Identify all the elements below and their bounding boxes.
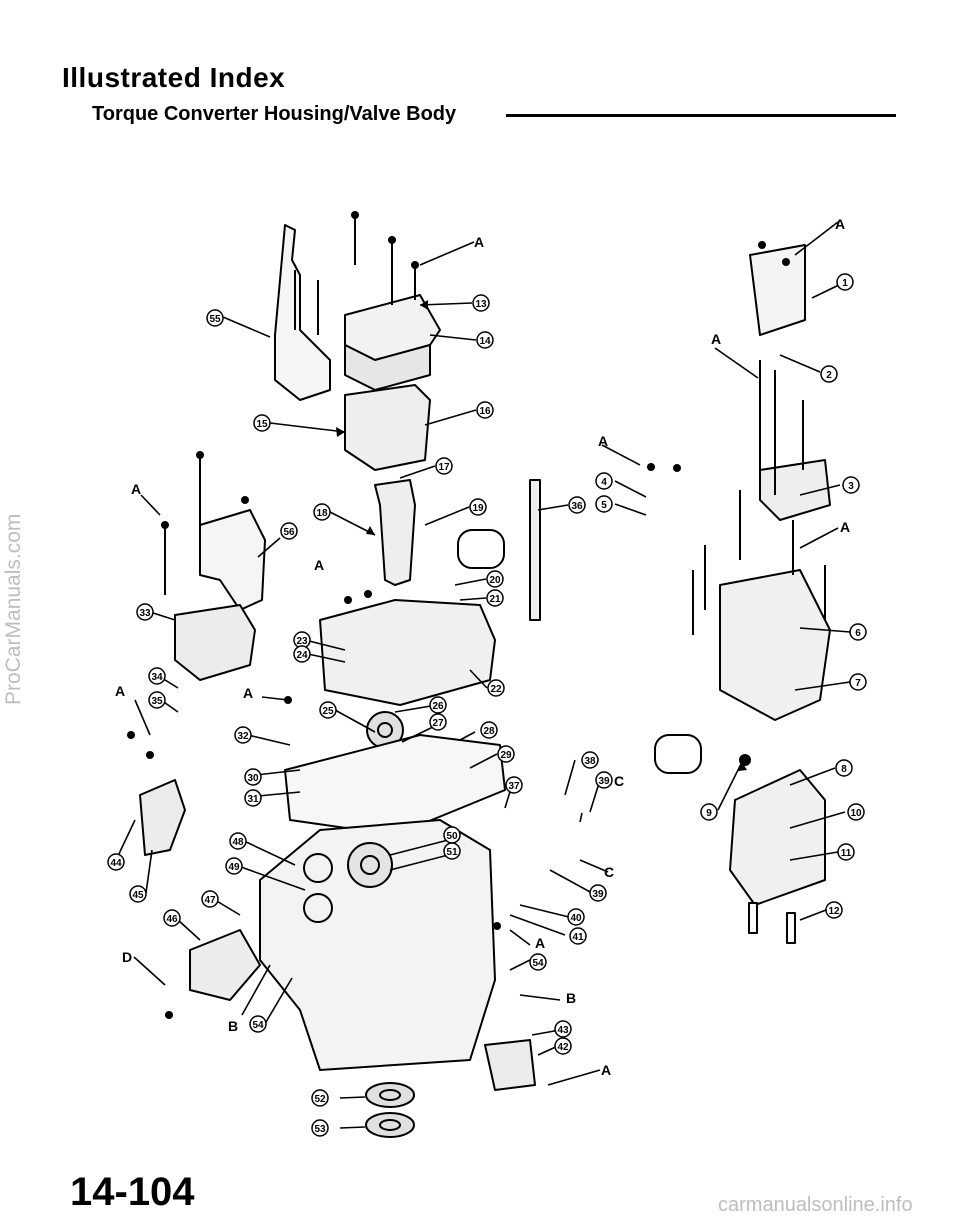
callout-31: 31 [247,794,259,805]
callout-54: 54 [532,958,544,969]
callout-52: 52 [314,1094,326,1105]
callout-5: 5 [601,500,607,511]
ref-letter-a: A [314,557,324,573]
ref-letter-a: A [711,331,721,347]
callout-17: 17 [438,462,450,473]
callout-53: 53 [314,1124,326,1135]
callout-14: 14 [479,336,491,347]
ref-letter-a: A [601,1062,611,1078]
callout-34: 34 [151,672,163,683]
callout-26: 26 [432,701,444,712]
ref-letter-c: C [604,864,614,880]
ref-letter-d: D [122,949,132,965]
callout-55: 55 [209,314,221,325]
page-title: Illustrated Index [62,62,286,93]
callout-28: 28 [483,726,495,737]
callout-21: 21 [489,594,501,605]
callout-39: 39 [598,776,610,787]
callout-24: 24 [296,650,308,661]
ref-letter-b: B [228,1018,238,1034]
callout-13: 13 [475,299,487,310]
ref-letter-c: C [614,773,624,789]
callout-25: 25 [322,706,334,717]
callout-38: 38 [584,756,596,767]
callout-54b: 54 [252,1020,264,1031]
callout-1: 1 [842,278,848,289]
ref-letter-a: A [840,519,850,535]
callout-7: 7 [855,678,861,689]
callout-8: 8 [841,764,847,775]
callout-37: 37 [508,781,520,792]
callout-43: 43 [557,1025,569,1036]
callout-51: 51 [446,847,458,858]
callout-46: 46 [166,914,178,925]
callout-36: 36 [571,501,583,512]
ref-letter-a: A [598,433,608,449]
callout-32: 32 [237,731,249,742]
callout-47: 47 [204,895,216,906]
ref-letter-a: A [243,685,253,701]
callout-18: 18 [316,508,328,519]
callout-23: 23 [296,636,308,647]
callout-6: 6 [855,628,861,639]
callout-10: 10 [850,808,862,819]
callout-27: 27 [432,718,444,729]
subtitle-rule [506,114,896,117]
callout-4: 4 [601,477,607,488]
callout-50: 50 [446,831,458,842]
ref-letter-b: B [566,990,576,1006]
page-subtitle: Torque Converter Housing/Valve Body [92,103,457,125]
page-number: 14-104 [70,1170,195,1214]
callout-35: 35 [151,696,163,707]
callout-56: 56 [283,527,295,538]
callout-22: 22 [490,684,502,695]
footer-watermark: carmanualsonline.info [718,1194,913,1216]
callout-20: 20 [489,575,501,586]
callout-30: 30 [247,773,259,784]
callout-16: 16 [479,406,491,417]
callout-44: 44 [110,858,122,869]
callout-40: 40 [570,913,582,924]
ref-letter-a: A [115,683,125,699]
callout-39b: 39 [592,889,604,900]
callout-41: 41 [572,932,584,943]
ref-letter-a: A [131,481,141,497]
callout-48: 48 [232,837,244,848]
ref-letter-a: A [535,935,545,951]
ref-letter-a: A [835,216,845,232]
callout-29: 29 [500,750,512,761]
callout-2: 2 [826,370,832,381]
callout-15: 15 [256,419,268,430]
callout-33: 33 [139,608,151,619]
ref-letter-a: A [474,234,484,250]
callout-12: 12 [828,906,840,917]
callout-49: 49 [228,862,240,873]
callout-19: 19 [472,503,484,514]
callout-9: 9 [706,808,712,819]
callout-45: 45 [132,890,144,901]
callout-3: 3 [848,481,854,492]
callout-42: 42 [557,1042,569,1053]
callout-11: 11 [841,848,852,859]
